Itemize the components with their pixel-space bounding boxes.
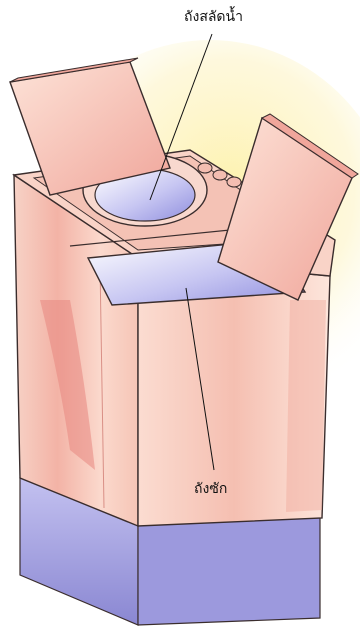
wash-tub-label: ถังซัก bbox=[194, 482, 227, 496]
spin-tub-label: ถังสลัดน้ำ bbox=[184, 10, 243, 24]
control-knob bbox=[198, 163, 212, 173]
control-knob bbox=[213, 170, 227, 180]
side-panel-shade bbox=[286, 300, 326, 512]
control-knob bbox=[227, 177, 241, 187]
machine-base-side bbox=[138, 515, 320, 625]
